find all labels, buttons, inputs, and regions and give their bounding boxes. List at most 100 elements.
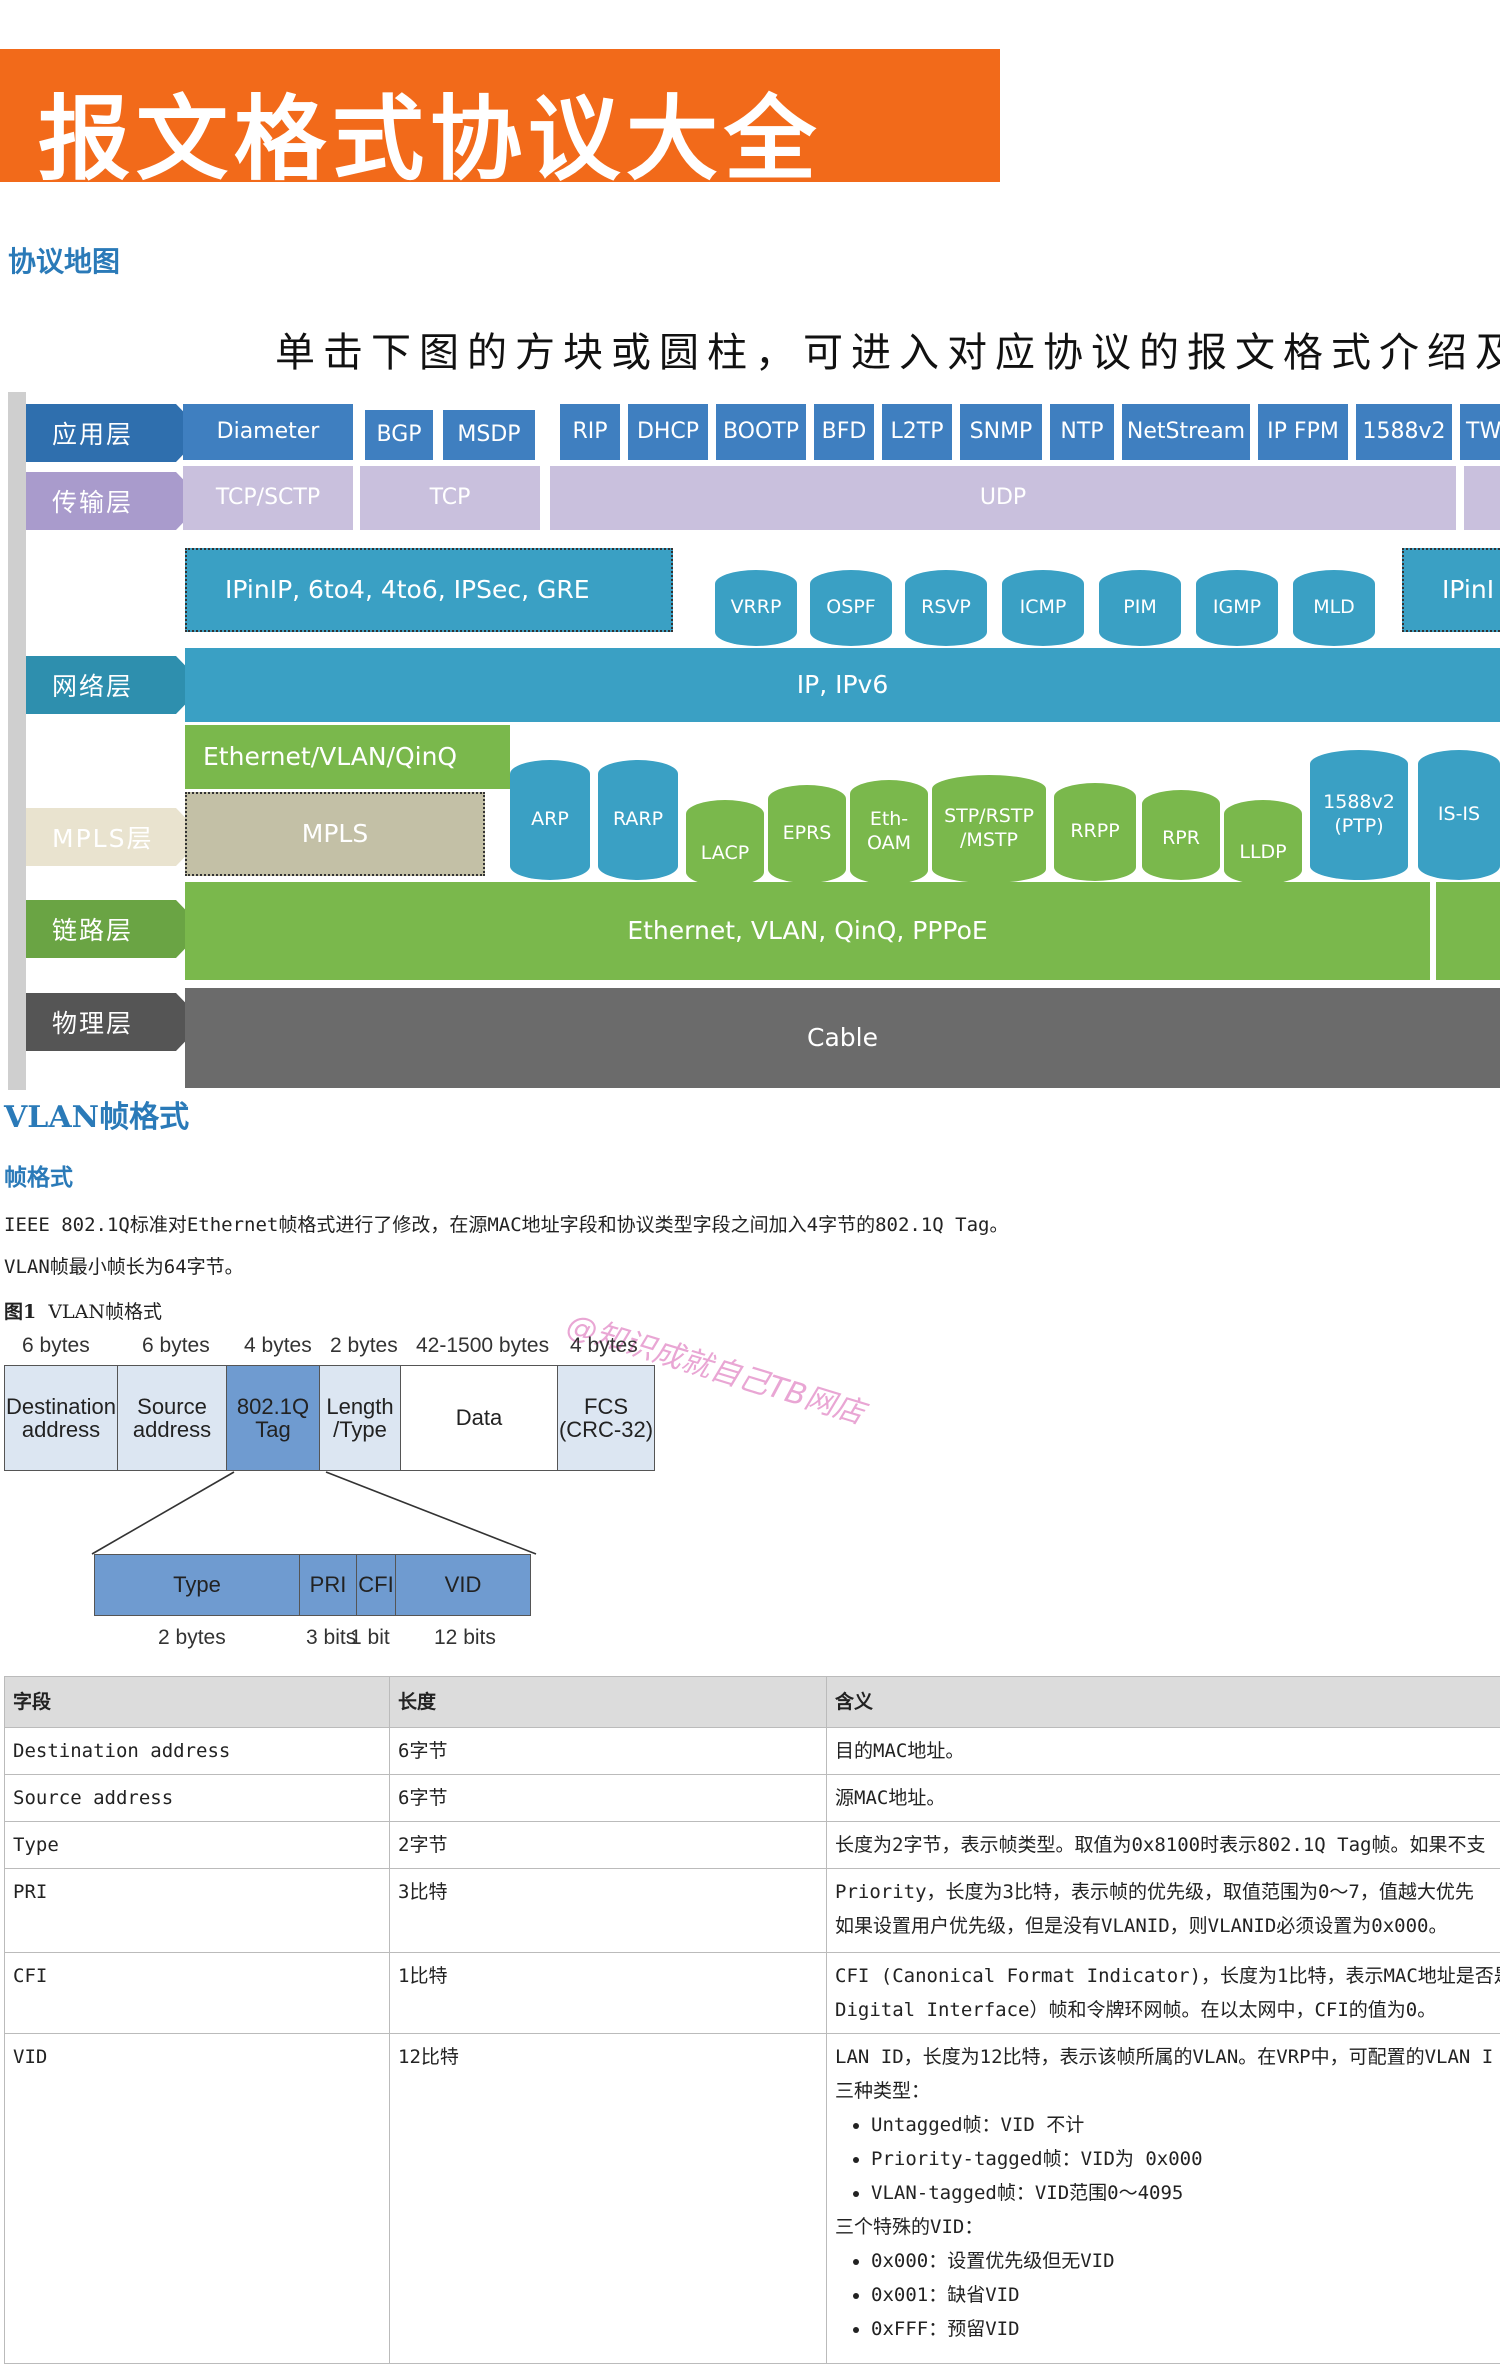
protocol-mld[interactable]: MLD [1293,570,1375,646]
layer-label-physical: 物理层 [26,993,176,1051]
size-label: 4 bytes [570,1334,638,1358]
protocol-arp[interactable]: ARP [510,760,590,880]
protocol-is-is[interactable]: IS-IS [1418,750,1500,880]
protocol-pim[interactable]: PIM [1099,570,1181,646]
protocol-rarp[interactable]: RARP [598,760,678,880]
protocol-tcp[interactable]: TCP [360,466,540,530]
figure-title: VLAN帧格式 [48,1301,162,1323]
section-title-vlan: VLAN帧格式 [4,1092,189,1136]
protocol-ospf[interactable]: OSPF [810,570,892,646]
vlan-frame-diagram: 6 bytes 6 bytes 4 bytes 2 bytes 42-1500 … [4,1330,674,1660]
tag-size-label: 12 bits [434,1626,496,1650]
protocol-lacp[interactable]: LACP [686,800,764,886]
cell-meaning: LAN ID，长度为12比特，表示该帧所属的VLAN。在VRP中，可配置的VLA… [827,2034,1500,2364]
figure-number: 图1 [4,1301,36,1323]
protocol-rsvp[interactable]: RSVP [905,570,987,646]
protocol-vrrp[interactable]: VRRP [715,570,797,646]
cell-field: CFI [5,1953,390,2034]
layer-label-application: 应用层 [26,404,176,462]
protocol-udp[interactable]: UDP [550,466,1456,530]
table-row: Destination address 6字节 目的MAC地址。 [5,1728,1500,1775]
protocol-lldp[interactable]: LLDP [1224,800,1302,884]
cell-meaning: 源MAC地址。 [827,1775,1500,1822]
layer-label-text: 传输层 [52,483,133,519]
protocol-dhcp[interactable]: DHCP [628,404,708,460]
meaning-line: 三种类型： [835,2074,1492,2108]
protocol-rpr[interactable]: RPR [1142,790,1220,880]
layer-label-text: 网络层 [52,667,133,703]
protocol-ntp[interactable]: NTP [1050,404,1114,460]
cell-field: Type [5,1822,390,1869]
cell-length: 2字节 [390,1822,827,1869]
layer-label-text: 物理层 [52,1004,133,1040]
paragraph-ieee: IEEE 802.1Q标准对Ethernet帧格式进行了修改，在源MAC地址字段… [4,1210,1009,1237]
size-label: 2 bytes [330,1334,398,1358]
protocol-ip-fpm[interactable]: IP FPM [1258,404,1348,460]
protocol-icmp[interactable]: ICMP [1002,570,1084,646]
frame-table: Destination address Source address 802.1… [4,1365,655,1471]
list-item: 0xFFF：预留VID [871,2312,1492,2346]
protocol-rrpp[interactable]: RRPP [1054,783,1136,881]
protocol-tcp-sctp[interactable]: TCP/SCTP [183,466,353,530]
protocol-ip-ipv6[interactable]: IP, IPv6 [185,648,1500,722]
protocol-bgp[interactable]: BGP [365,410,433,460]
cell-field: Destination address [5,1728,390,1775]
protocol-igmp[interactable]: IGMP [1196,570,1278,646]
cell-meaning: Priority，长度为3比特，表示帧的优先级，取值范围为0～7，值越大优先 如… [827,1869,1500,1953]
protocol-tunnel-overflow[interactable]: IPinI [1402,548,1500,632]
cell-meaning: CFI (Canonical Format Indicator)，长度为1比特，… [827,1953,1500,2034]
protocol-snmp[interactable]: SNMP [960,404,1042,460]
meaning-line: Priority，长度为3比特，表示帧的优先级，取值范围为0～7，值越大优先 [835,1875,1492,1909]
protocol-tw[interactable]: TW [1460,404,1500,460]
column-header: 长度 [390,1677,827,1728]
size-label: 42-1500 bytes [416,1334,549,1358]
field-length-type: Length /Type [320,1366,401,1471]
field-source: Source address [118,1366,227,1471]
field-destination: Destination address [5,1366,118,1471]
layer-label-link: 链路层 [26,900,176,958]
protocol-tunnel[interactable]: IPinIP, 6to4, 4to6, IPSec, GRE [185,548,673,632]
table-row: Type 2字节 长度为2字节，表示帧类型。取值为0x8100时表示802.1Q… [5,1822,1500,1869]
protocol-ethernet-vlan-qinq-pppoe[interactable]: Ethernet, VLAN, QinQ, PPPoE [185,882,1430,980]
tag-size-label: 1 bit [350,1626,390,1650]
field-description-table: 字段 长度 含义 Destination address 6字节 目的MAC地址… [4,1676,1500,2364]
protocol-1588v2-ptp[interactable]: 1588v2 (PTP) [1310,750,1408,880]
protocol-bfd[interactable]: BFD [814,404,874,460]
meaning-line: LAN ID，长度为12比特，表示该帧所属的VLAN。在VRP中，可配置的VLA… [835,2040,1492,2074]
protocol-stp[interactable]: STP/RSTP /MSTP [932,775,1046,883]
paragraph-min-frame: VLAN帧最小帧长为64字节。 [4,1252,244,1279]
protocol-bootp[interactable]: BOOTP [716,404,806,460]
meaning-line: CFI (Canonical Format Indicator)，长度为1比特，… [835,1959,1492,1993]
protocol-msdp[interactable]: MSDP [443,410,535,460]
protocol-rip[interactable]: RIP [560,404,620,460]
protocol-eth-oam[interactable]: Eth- OAM [850,780,928,884]
cell-field: Source address [5,1775,390,1822]
cell-length: 12比特 [390,2034,827,2364]
cell-meaning: 长度为2字节，表示帧类型。取值为0x8100时表示802.1Q Tag帧。如果不… [827,1822,1500,1869]
protocol-l2tp[interactable]: L2TP [882,404,952,460]
table-row: CFI 1比特 CFI (Canonical Format Indicator)… [5,1953,1500,2034]
protocol-1588v2-app[interactable]: 1588v2 [1356,404,1452,460]
tag-field-pri: PRI [300,1555,357,1616]
protocol-netstream[interactable]: NetStream [1122,404,1250,460]
list-item: Untagged帧：VID 不计 [871,2108,1492,2142]
list-item: 0x000：设置优先级但无VID [871,2244,1492,2278]
protocol-ethernet-vlan-qinq[interactable]: Ethernet/VLAN/QinQ [185,725,510,789]
meaning-line: 三个特殊的VID： [835,2210,1492,2244]
list-item: Priority-tagged帧：VID为 0x000 [871,2142,1492,2176]
map-left-rail [8,392,26,1090]
cell-field: PRI [5,1869,390,1953]
map-instruction: 单击下图的方块或圆柱，可进入对应协议的报文格式介绍及报 [275,320,1500,378]
transport-overflow [1464,466,1500,530]
field-data: Data [401,1366,558,1471]
table-row: Source address 6字节 源MAC地址。 [5,1775,1500,1822]
meaning-line: 如果设置用户优先级，但是没有VLANID，则VLANID必须设置为0x000。 [835,1909,1492,1943]
protocol-cable[interactable]: Cable [185,988,1500,1088]
layer-label-text: MPLS层 [52,819,153,855]
protocol-map: 应用层 传输层 网络层 MPLS层 链路层 物理层 Diameter BGP M… [0,390,1500,1090]
layer-label-network: 网络层 [26,656,176,714]
protocol-eprs[interactable]: EPRS [768,785,846,883]
protocol-mpls[interactable]: MPLS [185,792,485,876]
cell-length: 1比特 [390,1953,827,2034]
protocol-diameter[interactable]: Diameter [183,404,353,460]
